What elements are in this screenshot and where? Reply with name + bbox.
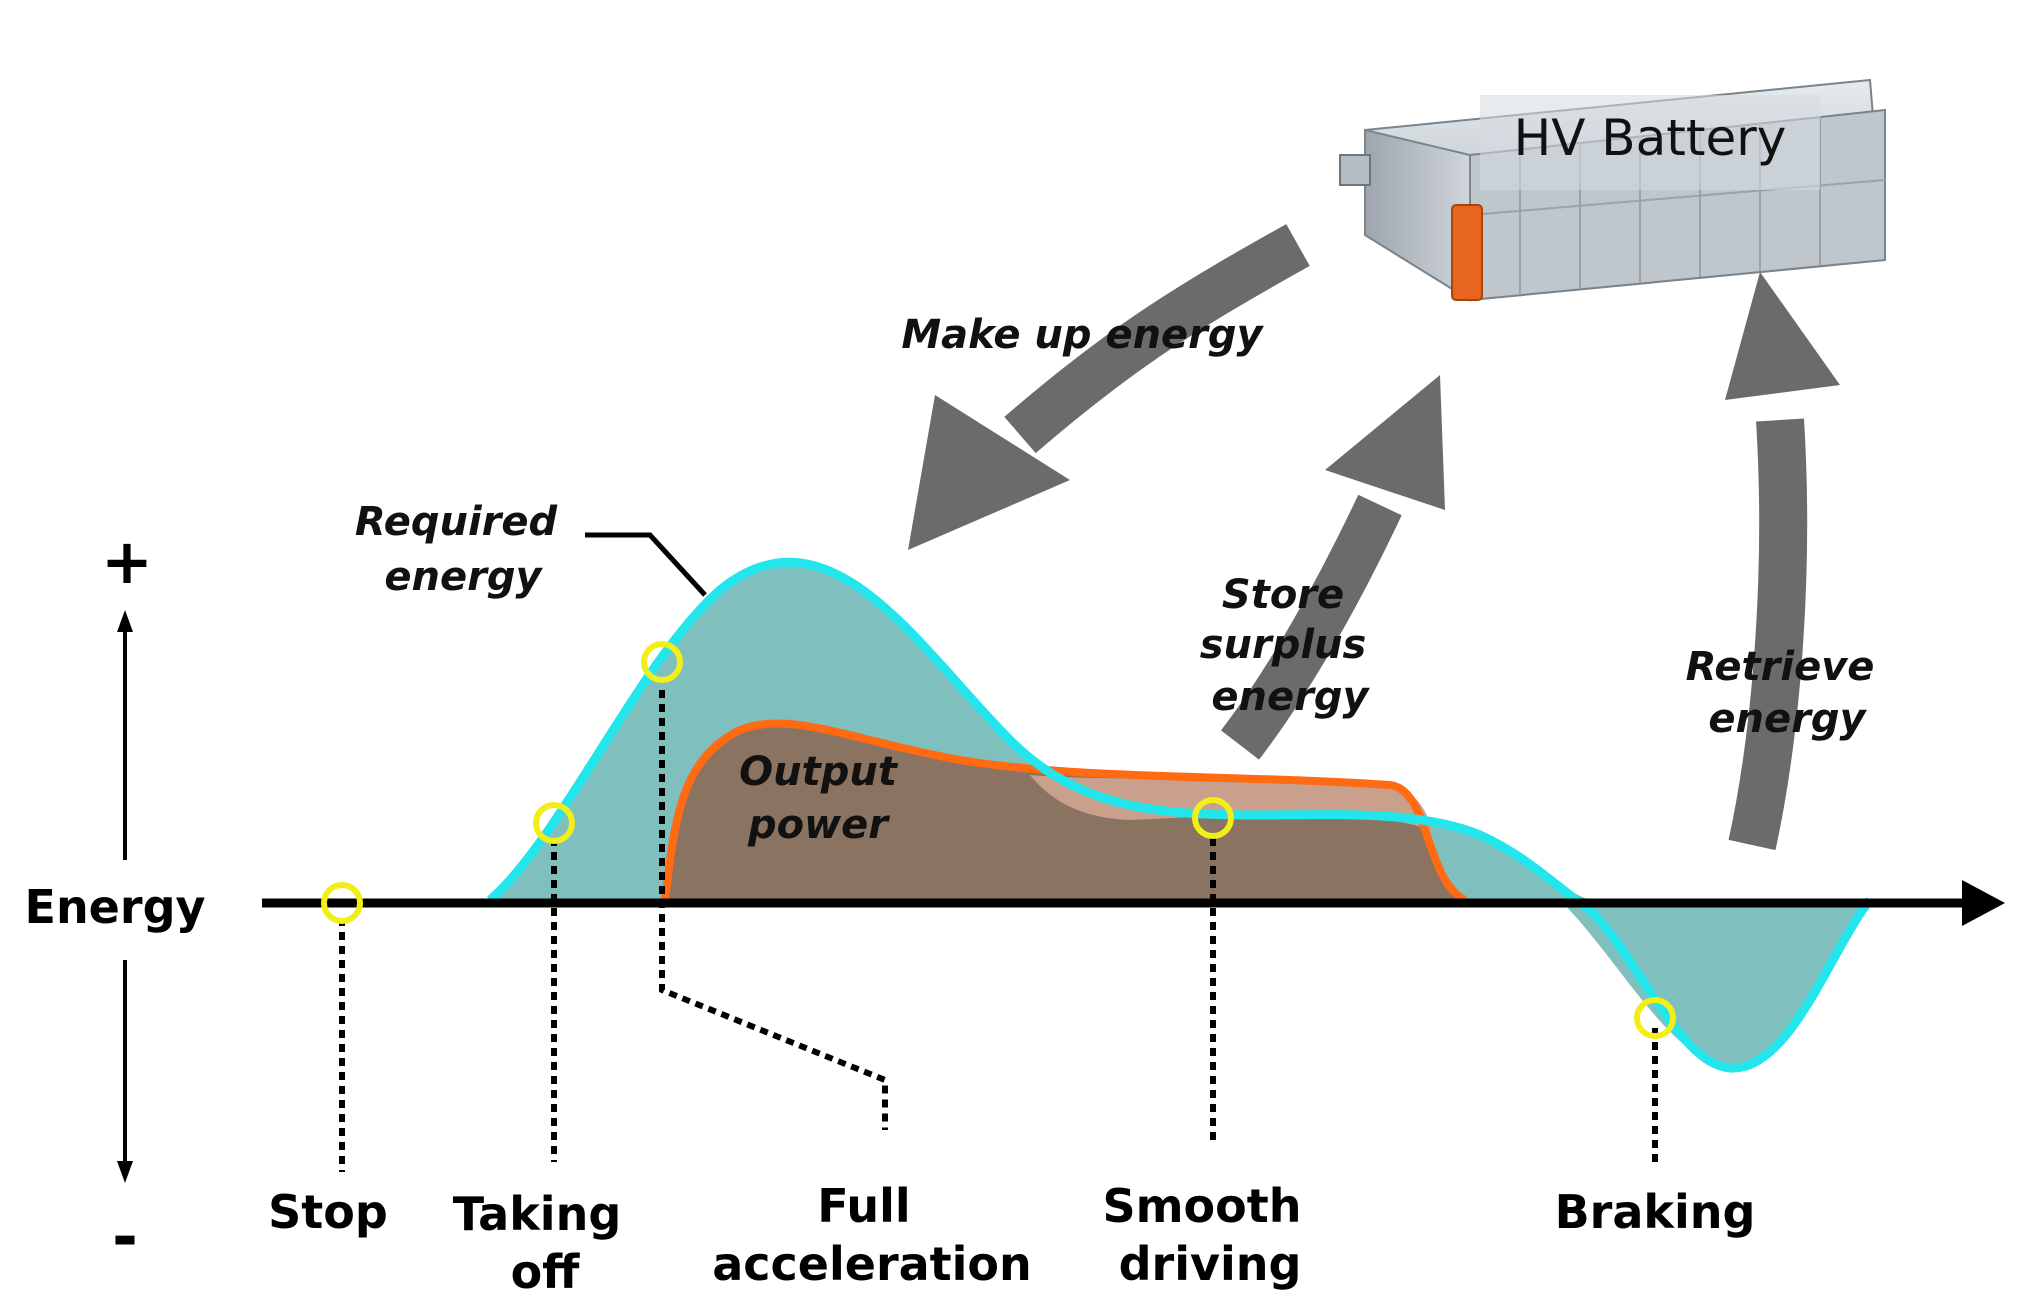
- retrieve-energy-line-2: energy: [1708, 696, 1867, 742]
- retrieve-energy-label: Retrieve energy: [1686, 644, 1889, 742]
- phase-label-braking: Braking: [1555, 1185, 1756, 1239]
- output-power-outline: [661, 719, 1468, 904]
- required-energy-curve: [487, 557, 1874, 1073]
- output-power-label: Output power: [739, 749, 911, 848]
- output-power-line-2: power: [747, 802, 890, 848]
- battery-label: HV Battery: [1514, 109, 1787, 167]
- required-energy-leader: [585, 532, 707, 597]
- store-surplus-line-2: surplus: [1200, 622, 1367, 668]
- phase-taking-off-line-2: off: [511, 1245, 581, 1299]
- store-surplus-line-3: energy: [1211, 674, 1370, 720]
- hv-battery-image: [1339, 78, 1887, 302]
- phase-label-taking-off: Taking off: [453, 1187, 638, 1299]
- store-surplus-arrow: [1220, 375, 1445, 760]
- marker-braking: [1634, 997, 1676, 1039]
- braking-area: [1560, 900, 1870, 1069]
- make-up-energy-label: Make up energy: [901, 312, 1264, 358]
- phase-stop-line-1: Stop: [268, 1185, 388, 1239]
- phase-full-acceleration-line-1: Full: [817, 1179, 910, 1233]
- phase-leaders: [339, 690, 1658, 1172]
- retrieve-energy-arrow: [1725, 272, 1840, 851]
- phase-taking-off-line-1: Taking: [453, 1187, 622, 1241]
- marker-taking-off: [533, 802, 575, 844]
- required-energy-label: Required energy: [355, 499, 571, 600]
- energy-axis-up-head: [117, 610, 133, 632]
- output-power-area: [665, 723, 1465, 900]
- required-energy-line-2: energy: [384, 554, 543, 600]
- axis-plus-sign: +: [101, 525, 153, 598]
- time-axis-arrowhead: [1962, 880, 2005, 926]
- store-surplus-line-1: Store: [1222, 572, 1344, 618]
- axis-minus-sign: -: [112, 1200, 138, 1273]
- phase-full-acceleration-line-2: acceleration: [712, 1237, 1032, 1291]
- marker-full-acceleration: [641, 641, 683, 683]
- leader-full-acceleration: [659, 690, 888, 1130]
- marker-stop: [321, 882, 363, 924]
- phase-label-full-acceleration: Full acceleration: [712, 1179, 1032, 1291]
- axis-energy-label: Energy: [25, 880, 206, 934]
- phase-smooth-driving-line-1: Smooth: [1102, 1179, 1301, 1233]
- store-surplus-label: Store surplus energy: [1200, 572, 1381, 720]
- required-energy-line-1: Required: [355, 499, 558, 545]
- marker-smooth-driving: [1192, 797, 1234, 839]
- energy-axis-down-head: [117, 1161, 133, 1183]
- phase-braking-line-1: Braking: [1555, 1185, 1756, 1239]
- phase-label-stop: Stop: [268, 1185, 388, 1239]
- output-power-line-1: Output: [739, 749, 899, 795]
- phase-smooth-driving-line-2: driving: [1119, 1237, 1302, 1291]
- retrieve-energy-line-1: Retrieve: [1686, 644, 1875, 690]
- output-power-surplus: [1030, 775, 1432, 830]
- phase-label-smooth-driving: Smooth driving: [1102, 1179, 1317, 1291]
- make-up-energy-arrow: [908, 224, 1310, 550]
